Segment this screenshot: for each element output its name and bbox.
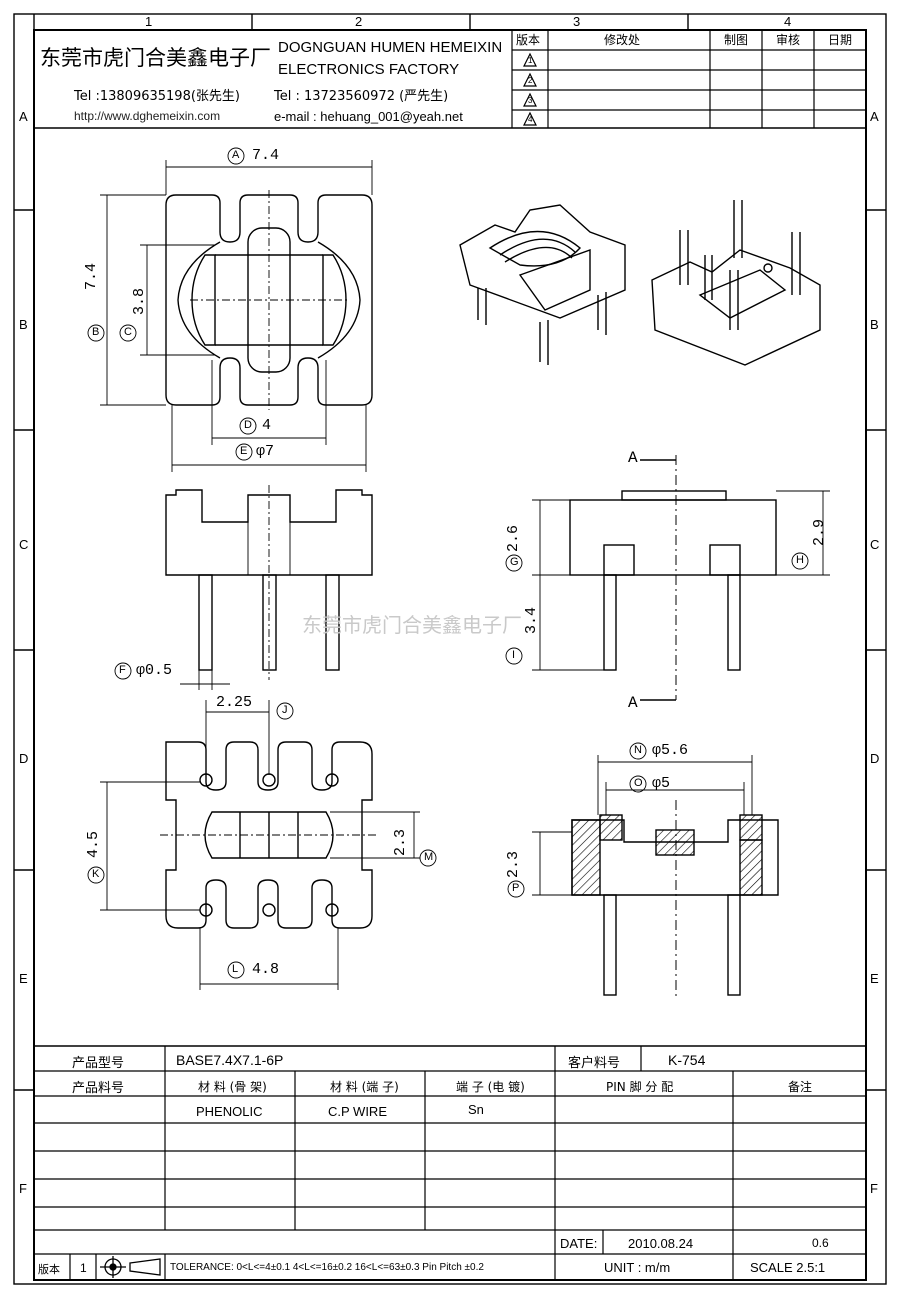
- rev-mark-2: 2: [528, 76, 533, 85]
- grid-row-c-right: C: [870, 537, 880, 552]
- top-view: [165, 190, 373, 410]
- grid-column-2: 2: [355, 14, 363, 29]
- pin-note: 0.6: [812, 1236, 829, 1250]
- rev-header-drawn: 制图: [724, 33, 749, 47]
- col-pin-assign: PIN 脚 分 配: [606, 1080, 674, 1094]
- dim-h: 2.9: [811, 518, 828, 546]
- company-name-en-2: ELECTRONICS FACTORY: [278, 61, 460, 78]
- title-block-lines: [34, 30, 866, 129]
- grid-row-f-right: F: [870, 1181, 878, 1196]
- tolerance-note: TOLERANCE: 0<L<=4±0.1 4<L<=16±0.2 16<L<=…: [170, 1262, 484, 1273]
- material-pin-value: C.P WIRE: [328, 1104, 387, 1119]
- dim-f: φ0.5: [136, 662, 173, 679]
- col-remark: 备注: [788, 1080, 813, 1094]
- bottom-view-dims: [87, 700, 437, 990]
- grid-row-c-left: C: [19, 537, 29, 552]
- rev-header-version: 版本: [516, 33, 541, 47]
- projection-symbol-icon: [100, 1256, 161, 1278]
- company-name-en-1: DOGNGUAN HUMEN HEMEIXIN: [278, 39, 503, 56]
- sheet-frame: [13, 13, 887, 1285]
- section-view-dims: [507, 742, 753, 898]
- side-view: [569, 455, 777, 701]
- spec-table-lines: [34, 1045, 866, 1280]
- dim-c: 3.8: [131, 287, 148, 315]
- grid-row-e-right: E: [870, 971, 879, 986]
- grid-row-e-left: E: [19, 971, 28, 986]
- watermark-text: 东莞市虎门合美鑫电子厂: [302, 613, 522, 637]
- unit-label: UNIT : m/m: [604, 1260, 671, 1275]
- rev-mark-1: 1: [528, 56, 533, 65]
- col-plating: 端 子 (电 镀): [456, 1080, 525, 1094]
- isometric-view-bottom: [651, 200, 821, 366]
- rev-header-date: 日期: [828, 33, 853, 47]
- company-tel-1: Tel :13809635198(张先生): [74, 89, 240, 104]
- company-tel-2: Tel : 13723560972 (严先生): [274, 89, 449, 104]
- dim-o: φ5: [652, 775, 671, 792]
- col-material-frame: 材 料 (骨 架): [198, 1080, 267, 1094]
- pin-dim: [114, 662, 230, 690]
- customer-part-label: 客户料号: [568, 1056, 621, 1071]
- dim-e: φ7: [256, 443, 275, 460]
- section-mark-bottom: A: [628, 694, 638, 712]
- dim-k: 4.5: [85, 830, 102, 858]
- rev-mark-3: 3: [528, 96, 533, 105]
- scale-label: SCALE 2.5:1: [750, 1260, 826, 1275]
- material-frame-value: PHENOLIC: [196, 1104, 263, 1119]
- dim-i: 3.4: [523, 606, 540, 634]
- grid-row-f-left: F: [19, 1181, 27, 1196]
- top-view-dims: [87, 147, 373, 472]
- dim-n: φ5.6: [652, 742, 689, 759]
- model-label: 产品型号: [72, 1056, 125, 1071]
- date-label: DATE:: [560, 1236, 598, 1251]
- dim-b: 7.4: [83, 262, 100, 290]
- rev-header-checked: 审核: [776, 33, 801, 47]
- grid-column-1: 1: [145, 14, 153, 29]
- grid-row-b-right: B: [870, 317, 879, 332]
- dim-j-value: 2.25: [216, 694, 253, 711]
- company-name-cn: 东莞市虎门合美鑫电子厂: [40, 46, 271, 70]
- model-value: BASE7.4X7.1-6P: [176, 1052, 284, 1068]
- company-website[interactable]: http://www.dghemeixin.com: [74, 109, 221, 123]
- dim-d: 4: [262, 417, 272, 434]
- rev-header-change: 修改处: [604, 33, 641, 47]
- grid-row-d-left: D: [19, 751, 29, 766]
- grid-row-b-left: B: [19, 317, 28, 332]
- version-value: 1: [80, 1261, 87, 1275]
- rev-mark-4: 4: [528, 115, 533, 124]
- side-view-dims: [505, 490, 830, 671]
- dim-m: 2.3: [392, 828, 409, 856]
- front-view: [165, 485, 373, 680]
- grid-column-3: 3: [573, 14, 581, 29]
- dim-p: 2.3: [505, 850, 522, 878]
- grid-column-4: 4: [784, 14, 792, 29]
- company-email[interactable]: e-mail : hehuang_001@yeah.net: [274, 109, 463, 124]
- date-value: 2010.08.24: [628, 1236, 694, 1251]
- part-no-label: 产品料号: [72, 1081, 125, 1096]
- dim-l: 4.8: [252, 961, 280, 978]
- dim-a: 7.4: [252, 147, 280, 164]
- grid-row-a-right: A: [870, 109, 879, 124]
- col-material-pin: 材 料 (端 子): [330, 1080, 399, 1094]
- section-mark-top: A: [628, 449, 638, 467]
- plating-value: Sn: [468, 1102, 484, 1117]
- grid-row-d-right: D: [870, 751, 880, 766]
- dim-g: 2.6: [505, 524, 522, 552]
- version-label: 版本: [38, 1263, 60, 1276]
- customer-part-value: K-754: [668, 1052, 706, 1068]
- isometric-view-top: [459, 204, 626, 365]
- section-view: [571, 800, 779, 1000]
- grid-row-a-left: A: [19, 109, 28, 124]
